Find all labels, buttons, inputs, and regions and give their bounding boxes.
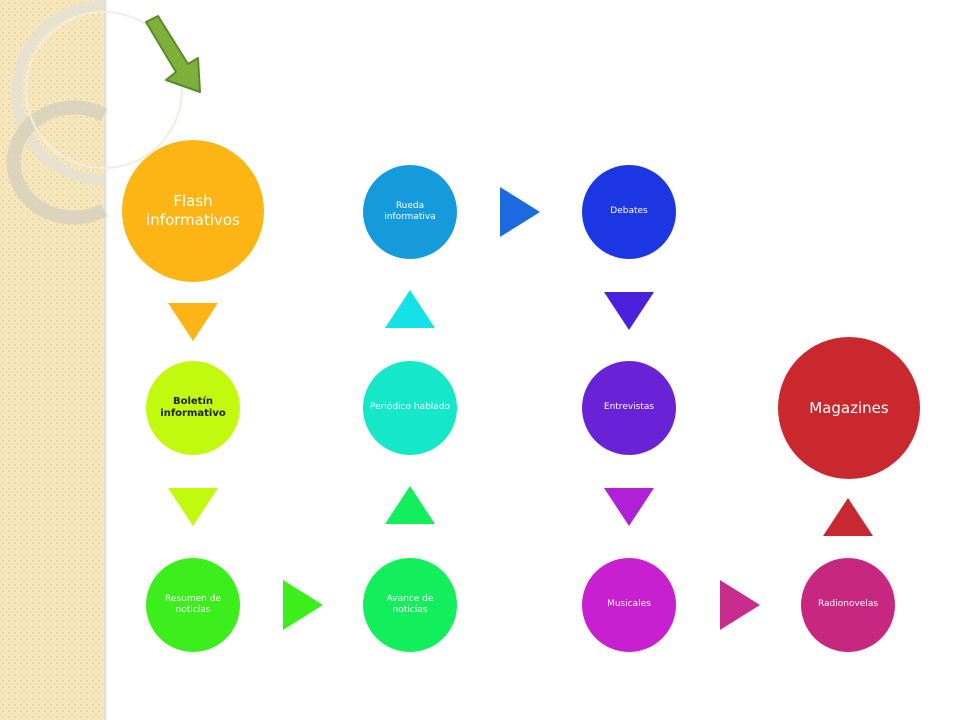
node-label: Magazines bbox=[809, 398, 889, 417]
sidebar-shadow bbox=[104, 0, 108, 720]
node-label: Musicales bbox=[607, 599, 651, 610]
decorative-rings bbox=[6, 0, 183, 225]
node-label: Resumen de noticias bbox=[165, 593, 221, 615]
arrow-periodico-to-rueda bbox=[385, 290, 435, 328]
node-label: Debates bbox=[610, 206, 648, 217]
node-entrevistas: Entrevistas bbox=[582, 361, 676, 455]
arrow-resumen-to-avance bbox=[283, 580, 323, 630]
node-label: Rueda informativa bbox=[384, 200, 436, 222]
node-flash-informativos: Flash informativos bbox=[122, 140, 264, 282]
node-periodico-hablado: Periódico hablado bbox=[363, 361, 457, 455]
node-label: Radionovelas bbox=[817, 599, 879, 610]
node-label: Boletín informativo bbox=[160, 395, 226, 420]
node-label: Flash informativos bbox=[146, 192, 240, 229]
ring-large bbox=[11, 0, 105, 185]
arrow-boletin-to-resumen bbox=[168, 488, 218, 526]
node-resumen-de-noticias: Resumen de noticias bbox=[146, 558, 240, 652]
node-boletin-informativo: Boletín informativo bbox=[146, 361, 240, 455]
arrow-musicales-to-radionovelas bbox=[720, 580, 760, 630]
arrow-debates-to-entrevistas bbox=[604, 292, 654, 330]
node-debates: Debates bbox=[582, 165, 676, 259]
node-radionovelas: Radionovelas bbox=[801, 558, 895, 652]
arrow-entrevistas-to-musicales bbox=[604, 488, 654, 526]
arrow-flash-to-boletin bbox=[168, 303, 218, 341]
green-arrow-icon bbox=[145, 15, 201, 93]
node-label: Periódico hablado bbox=[369, 402, 451, 413]
node-magazines: Magazines bbox=[778, 337, 920, 479]
node-avance-de-noticias: Avance de noticias bbox=[363, 558, 457, 652]
node-label: Entrevistas bbox=[603, 402, 655, 413]
arrow-rueda-to-debates bbox=[500, 187, 540, 237]
arrow-radionovelas-to-magazines bbox=[823, 498, 873, 536]
node-musicales: Musicales bbox=[582, 558, 676, 652]
node-label: Avance de noticias bbox=[386, 593, 434, 615]
ring-outline bbox=[25, 11, 183, 169]
ring-small bbox=[6, 100, 108, 225]
arrow-avance-to-periodico bbox=[385, 486, 435, 524]
node-rueda-informativa: Rueda informativa bbox=[363, 165, 457, 259]
